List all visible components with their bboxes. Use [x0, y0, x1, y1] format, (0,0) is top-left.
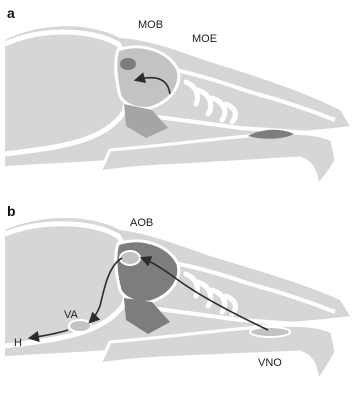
- vomeronasal-organ: [250, 327, 290, 337]
- moe-label: MOE: [192, 33, 217, 45]
- panel-b: b AOB VA H VNO: [5, 203, 350, 382]
- aob-label: AOB: [130, 217, 153, 229]
- panel-a-letter: a: [7, 5, 15, 21]
- h-label: H: [14, 337, 22, 349]
- panel-b-letter: b: [7, 203, 16, 219]
- mob-label: MOB: [138, 19, 163, 31]
- vno-label: VNO: [258, 357, 282, 369]
- vomeronasal-amygdala: [69, 320, 91, 332]
- va-label: VA: [64, 309, 79, 321]
- panel-a: a MOB MOE: [5, 5, 350, 186]
- accessory-olfactory-bulb: [120, 251, 140, 265]
- mob-glomerulus: [120, 58, 136, 70]
